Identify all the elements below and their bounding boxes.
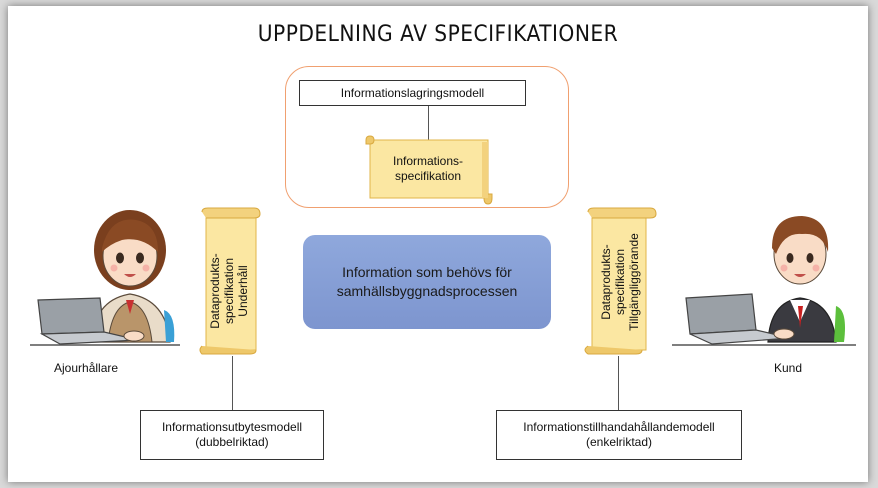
storage-group-frame [285,66,569,208]
right-connector-line [618,356,619,410]
right-scroll-text: Dataprodukts- specifikation Tillgängligg… [599,209,645,355]
info-spec-line1: Informations- [392,154,464,168]
exchange-model-line1: Informationsutbytesmodell [161,420,303,434]
right-scroll-line2: specifikation [613,248,627,316]
right-scroll [584,207,657,355]
connector-line [428,106,429,140]
left-scroll-line1: Dataprodukts- [208,253,222,329]
center-info-box: Information som behövs för samhällsbyggn… [303,235,551,329]
left-connector-line [232,356,233,410]
info-spec-text: Informations- specifikation [374,154,482,184]
info-spec-scroll [365,135,493,205]
provision-model-line2: (enkelriktad) [585,435,653,449]
exchange-model-line2: (dubbelriktad) [195,435,269,449]
left-scroll-text: Dataprodukts- specifikation Underhåll [208,229,252,353]
slide-title: UPPDELNING AV SPECIFIKATIONER [257,22,619,47]
right-scroll-line1: Dataprodukts- [599,244,613,320]
provision-model-line1: Informationstillhandahållandemodell [523,420,715,434]
slide: UPPDELNING AV SPECIFIKATIONER Informatio… [8,6,868,482]
exchange-model-box: Informationsutbytesmodell (dubbelriktad) [140,410,324,460]
provision-model-box: Informationstillhandahållandemodell (enk… [496,410,742,460]
storage-model-box: Informationslagringsmodell [299,80,526,106]
customer-illustration [672,216,856,346]
center-line1: Information som behövs för [342,264,512,280]
info-spec-line2: specifikation [394,169,462,183]
left-scroll-line3: Underhåll [236,265,250,317]
center-line2: samhällsbyggnadsprocessen [336,283,518,299]
storage-model-label: Informationslagringsmodell [340,85,485,100]
left-scroll [199,207,261,355]
customer-label: Kund [774,361,803,375]
maintainer-illustration [30,210,180,346]
maintainer-label: Ajourhållare [54,361,119,375]
left-scroll-line2: specifikation [222,257,236,325]
right-scroll-line3: Tillgängliggörande [627,233,641,331]
